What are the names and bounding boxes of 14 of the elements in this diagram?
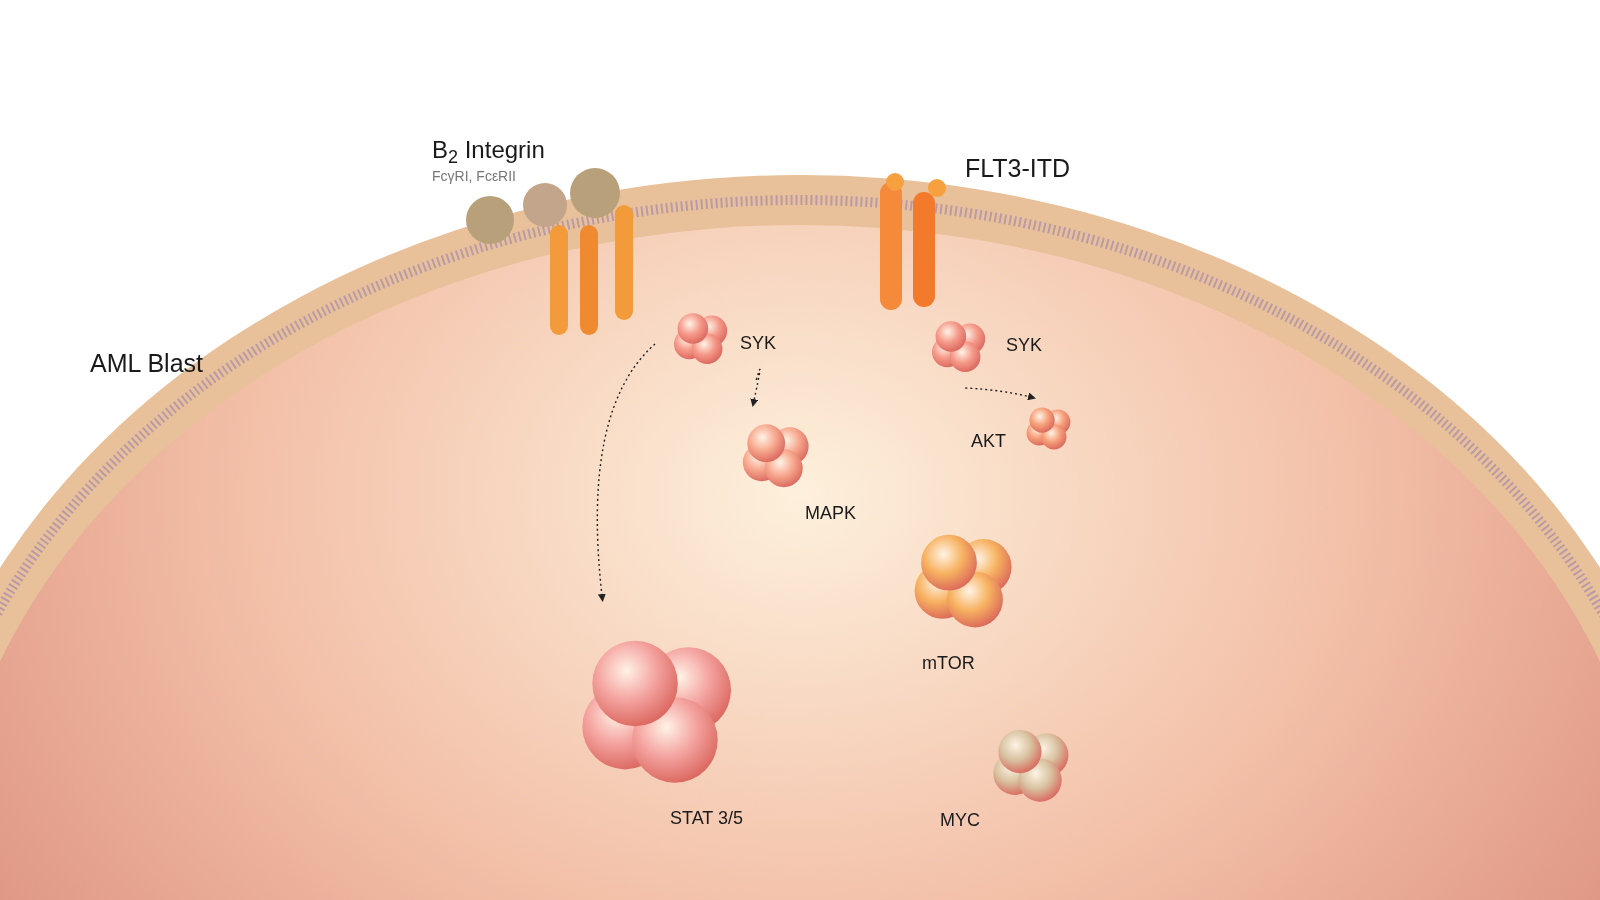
protein-label: SYK (1006, 334, 1043, 357)
structure-label: FLT3-ITD (965, 153, 1071, 184)
protein-label: MAPK (805, 502, 856, 525)
protein-label: MYC (940, 809, 980, 832)
protein-label: mTOR (922, 652, 975, 675)
structure-label: AML Blast (90, 348, 203, 379)
dotted-arrow (596, 343, 656, 602)
structure-label: B$_{2}$ Integrin (432, 135, 545, 168)
dotted-arrow (964, 387, 1036, 401)
structure-label: FcγRI, FcεRII (432, 167, 516, 186)
protein-label: SYK (740, 332, 777, 355)
dotted-arrow (750, 368, 761, 407)
protein-label: STAT 3/5 (670, 807, 744, 830)
protein-label: AKT (971, 430, 1006, 453)
